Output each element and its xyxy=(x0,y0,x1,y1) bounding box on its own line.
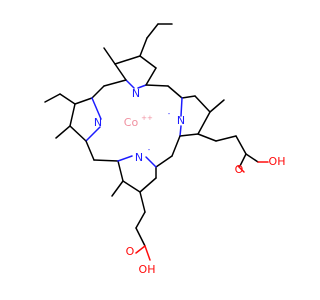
atom-o-right-carbonyl: O xyxy=(235,163,244,176)
atom-n-right: N xyxy=(177,114,185,127)
cobalt-protoporphyrin-structure: N N N - N - Co ++ O OH O OH xyxy=(44,23,286,276)
atom-labels: N N N - N - Co ++ O OH O OH xyxy=(94,87,286,276)
atom-oh-right: OH xyxy=(269,155,286,168)
atom-n-bottom: N xyxy=(135,151,143,164)
atom-oh-bottom: OH xyxy=(139,263,156,276)
atom-n-top: N xyxy=(132,87,140,100)
bond-skeleton xyxy=(44,23,269,261)
atom-o-bottom-carbonyl: O xyxy=(126,245,135,258)
atom-n-bottom-charge: - xyxy=(148,146,151,154)
atom-n-right-charge: - xyxy=(168,110,171,118)
atom-cobalt-charge: ++ xyxy=(141,114,153,122)
atom-n-left: N xyxy=(94,116,102,129)
atom-cobalt: Co xyxy=(124,116,139,129)
molecule-diagram: N N N - N - Co ++ O OH O OH xyxy=(44,23,286,276)
